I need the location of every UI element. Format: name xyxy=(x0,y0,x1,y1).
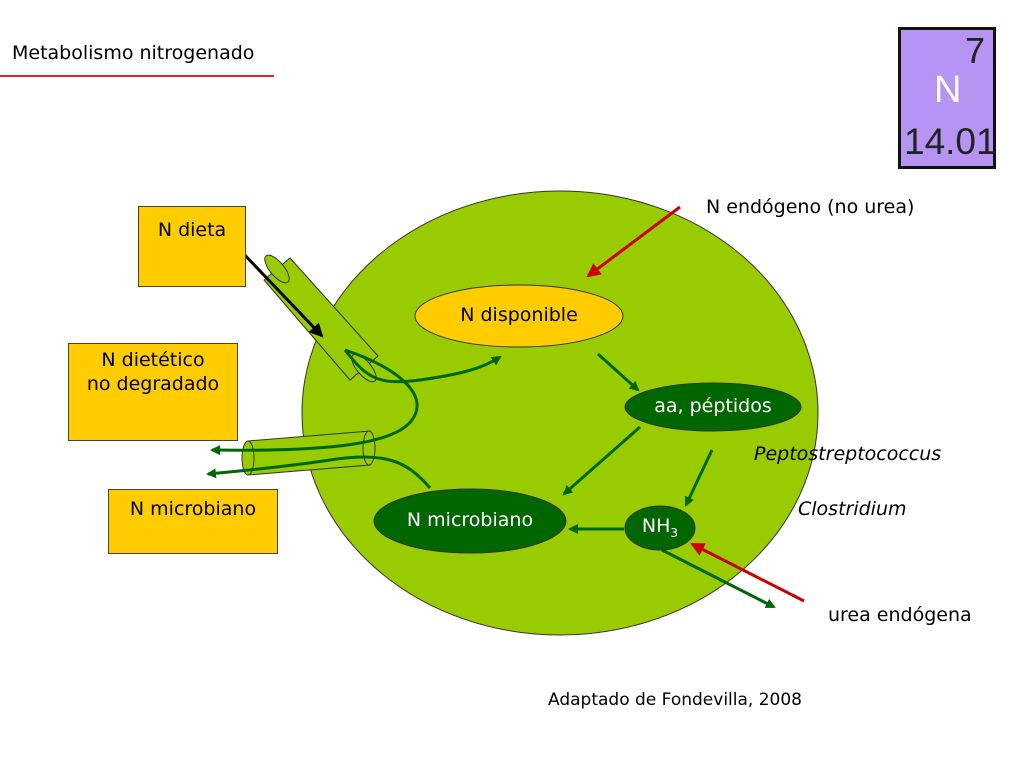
undegraded-outflow-arrow xyxy=(210,348,419,456)
peptidos-label: aa, péptidos xyxy=(654,395,772,417)
urea-endogena-arrow xyxy=(690,542,805,603)
n-dietetico-line1: N dietético xyxy=(101,349,205,371)
peptidos-to-nh3-arrow xyxy=(684,449,714,507)
n-disponible-node xyxy=(414,284,624,348)
source-citation: Adaptado de Fondevilla, 2008 xyxy=(548,690,802,710)
nh3-subscript: 3 xyxy=(670,525,679,540)
clostridium-label: Clostridium xyxy=(798,498,907,520)
n-microbiano-box-label: N microbiano xyxy=(129,498,257,520)
nh3-node xyxy=(624,505,696,551)
n-dieta-label: N dieta xyxy=(157,219,227,241)
n-endogeno-label: N endógeno (no urea) xyxy=(706,196,915,218)
peptidos-to-microbiano-arrow xyxy=(562,425,641,496)
urea-endogena-label: urea endógena xyxy=(828,604,972,626)
n-microbiano-node xyxy=(373,488,567,554)
n-dietetico-box: N dietético no degradado xyxy=(68,343,238,441)
nh3-label: NH3 xyxy=(625,515,695,540)
page-title: Metabolismo nitrogenado xyxy=(12,42,255,64)
n-dietetico-line2: no degradado xyxy=(86,373,220,395)
peptidos-node xyxy=(624,382,802,432)
atomic-number: 7 xyxy=(964,30,985,71)
flow-to-disponible-arrow xyxy=(343,349,502,384)
n-disponible-label: N disponible xyxy=(460,304,578,326)
diet-intake-arrow xyxy=(238,248,324,338)
nh3-outflow-arrow xyxy=(661,548,776,609)
nitrogen-element-tile: 7 N 14.01 xyxy=(898,27,997,169)
atomic-mass: 14.01 xyxy=(904,121,997,162)
n-microbiano-box: N microbiano xyxy=(108,489,278,554)
microbial-outflow-arrow xyxy=(206,455,432,489)
disponible-to-peptidos-arrow xyxy=(596,352,640,392)
n-microbiano-node-label: N microbiano xyxy=(406,509,534,531)
title-underline xyxy=(0,75,274,77)
intake-tube xyxy=(263,254,379,383)
nh3-base: NH xyxy=(641,515,671,537)
element-symbol: N xyxy=(934,69,962,111)
endogenous-n-arrow xyxy=(586,205,681,278)
n-dieta-box: N dieta xyxy=(138,206,246,287)
peptostreptococcus-label: Peptostreptococcus xyxy=(754,443,942,465)
